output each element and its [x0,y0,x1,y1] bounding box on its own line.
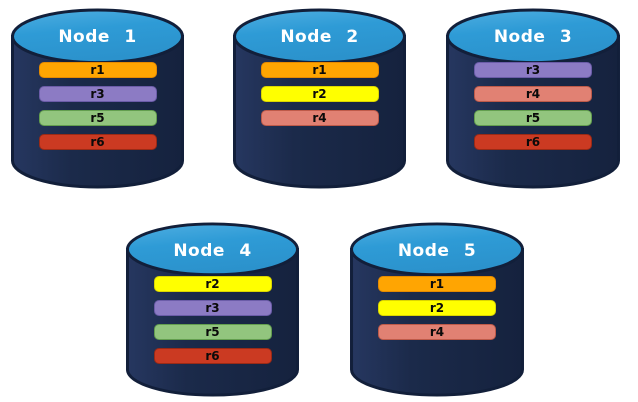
replica-bar-r2: r2 [260,86,379,102]
replica-bar-r4: r4 [474,86,592,102]
replica-bar-r1: r1 [378,276,496,292]
replica-list: r1 r2 r4 [260,62,379,126]
replica-bar-r3: r3 [474,62,592,78]
replica-bar-r1: r1 [38,62,157,78]
replica-bar-r2: r2 [378,300,496,316]
node-4-cylinder: Node 4 r2 r3 r5 r6 [124,221,301,397]
node-1-cylinder: Node 1 r1 r3 r5 r6 [9,7,186,189]
node-3-cylinder: Node 3 r3 r4 r5 r6 [444,7,622,189]
node-2-cylinder: Node 2 r1 r2 r4 [231,7,408,189]
node-label: Node 5 [397,241,477,261]
node-label: Node 4 [173,241,252,261]
node-label: Node 2 [280,27,359,47]
node-label: Node 3 [493,27,573,47]
replica-bar-r1: r1 [260,62,379,78]
replica-bar-r4: r4 [260,110,379,126]
replica-list: r2 r3 r5 r6 [153,276,272,364]
node-5-cylinder: Node 5 r1 r2 r4 [348,221,526,397]
replica-bar-r6: r6 [153,348,272,364]
replica-bar-r4: r4 [378,324,496,340]
replica-bar-r3: r3 [153,300,272,316]
replica-bar-r6: r6 [38,134,157,150]
replica-bar-r6: r6 [474,134,592,150]
replica-list: r3 r4 r5 r6 [474,62,592,150]
replica-bar-r5: r5 [474,110,592,126]
node-label: Node 1 [58,27,137,47]
replica-bar-r2: r2 [153,276,272,292]
replica-bar-r3: r3 [38,86,157,102]
replica-bar-r5: r5 [153,324,272,340]
replica-bar-r5: r5 [38,110,157,126]
replica-list: r1 r3 r5 r6 [38,62,157,150]
replica-list: r1 r2 r4 [378,276,496,340]
